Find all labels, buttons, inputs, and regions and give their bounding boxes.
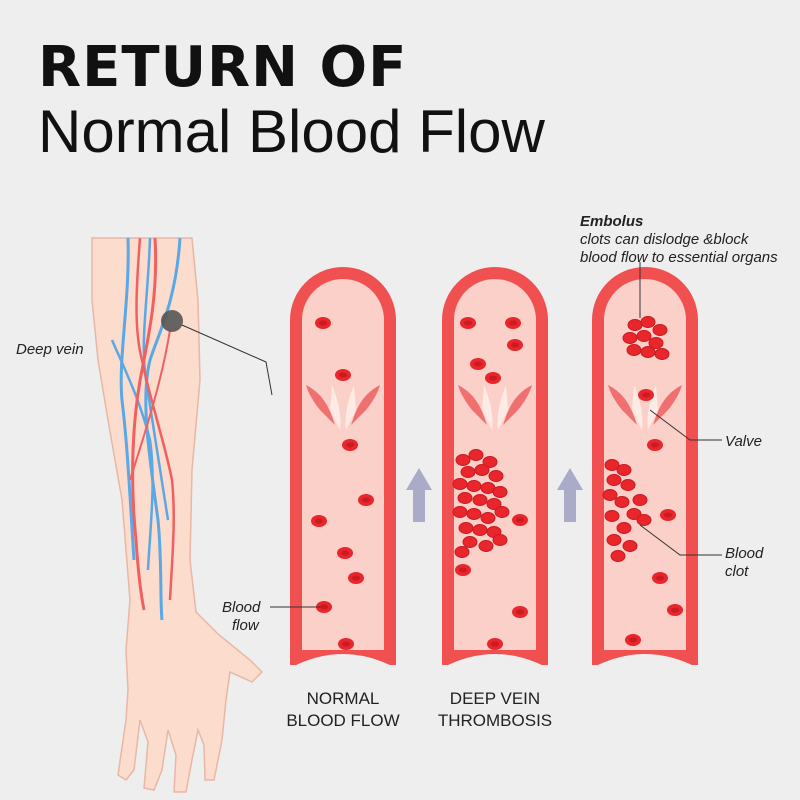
label-blood-clot-line-2: clot [725, 563, 749, 580]
caption-dvt-line-2: THROMBOSIS [437, 711, 553, 730]
label-embolus-line-1: clots can dislodge &block [580, 231, 749, 248]
deep-vein-marker [161, 310, 183, 332]
title-line-1: RETURN OF [38, 35, 408, 100]
label-blood-flow-line-1: Blood [222, 599, 261, 616]
title-line-2: Normal Blood Flow [38, 98, 545, 165]
flow-arrow-2 [557, 468, 583, 522]
caption-dvt-line-1: DEEP VEIN [449, 689, 541, 708]
label-deep-vein: Deep vein [16, 341, 84, 358]
vessel-embolus [592, 267, 698, 680]
label-embolus-title: Embolus [580, 213, 644, 230]
label-valve: Valve [725, 433, 762, 450]
flow-arrow-1 [406, 468, 432, 522]
caption-normal-line-1: NORMAL [306, 689, 380, 708]
label-blood-flow-line-2: flow [232, 617, 259, 634]
caption-normal-line-2: BLOOD FLOW [286, 711, 400, 730]
vessel-normal [290, 267, 396, 680]
arm-illustration [91, 237, 273, 793]
label-blood-clot-line-1: Blood [725, 545, 764, 562]
leader-lines [270, 262, 722, 608]
label-embolus-line-2: blood flow to essential organs [580, 249, 778, 266]
